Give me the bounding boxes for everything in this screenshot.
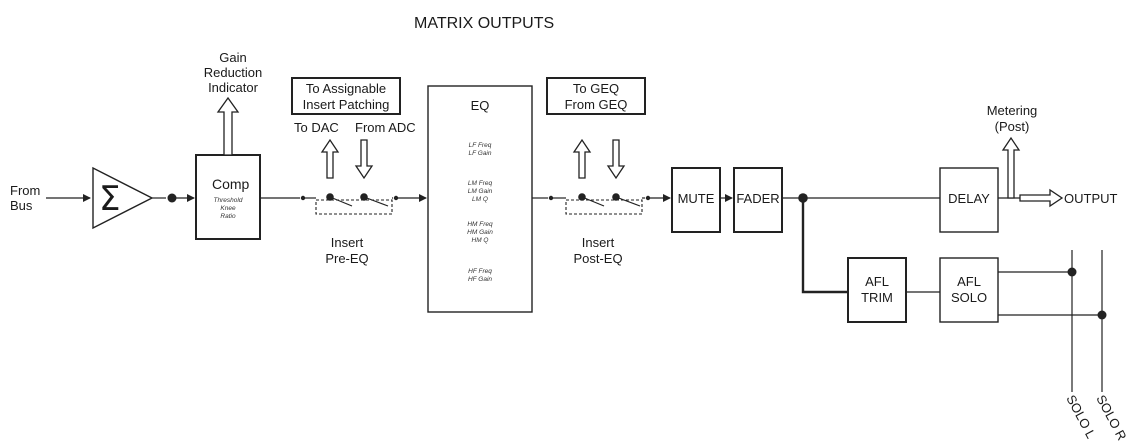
eq-hm-gain: HM Gain <box>467 229 493 236</box>
insert-post-label-line2: Post-EQ <box>573 251 622 266</box>
from-adc-label: From ADC <box>355 120 416 135</box>
to-geq-arrow <box>572 138 592 179</box>
eq-lf-gain: LF Gain <box>468 150 491 157</box>
output-arrow <box>1019 188 1064 208</box>
mute-block <box>671 167 721 233</box>
from-geq-arrow <box>606 139 626 180</box>
gain-reduction-line3: Indicator <box>208 80 259 95</box>
input-label-line2: Bus <box>10 198 33 213</box>
metering-line1: Metering <box>987 103 1038 118</box>
gain-reduction-line1: Gain <box>219 50 246 65</box>
solo-r-label: SOLO R <box>1093 392 1129 442</box>
eq-hf-freq: HF Freq <box>468 268 492 275</box>
from-adc-arrow <box>354 139 374 180</box>
delay-block <box>939 167 999 233</box>
solo-r-junction-dot <box>1097 310 1107 320</box>
output-label: OUTPUT <box>1064 191 1118 206</box>
diagram-title: MATRIX OUTPUTS <box>414 15 554 32</box>
solo-l-junction-dot <box>1067 267 1077 277</box>
insert-patching-line1: To Assignable <box>306 81 386 96</box>
fader-block <box>733 167 783 233</box>
eq-lm-gain: LM Gain <box>468 188 493 195</box>
delay-label: DELAY <box>948 191 990 206</box>
afl-solo-line1: AFL <box>957 274 981 289</box>
insert-post-bypass <box>565 199 643 215</box>
mute-label: MUTE <box>678 191 715 206</box>
comp-param-threshold: Threshold <box>214 197 243 204</box>
geq-box <box>546 77 646 115</box>
to-dac-arrow <box>320 138 340 179</box>
solo-l-label: SOLO L <box>1063 392 1098 441</box>
afl-trim-block <box>847 257 907 323</box>
comp-block <box>195 154 261 240</box>
afl-solo-block <box>939 257 999 323</box>
insert-pre-label-line1: Insert <box>331 235 364 250</box>
comp-param-ratio: Ratio <box>220 213 236 220</box>
fader-label: FADER <box>736 191 779 206</box>
insert-patching-line2: Insert Patching <box>303 97 390 112</box>
metering-arrow <box>1001 136 1021 199</box>
geq-line2: From GEQ <box>565 97 628 112</box>
to-dac-label: To DAC <box>294 120 339 135</box>
eq-lm-freq: LM Freq <box>468 180 493 187</box>
sigma-icon: Σ <box>99 179 120 219</box>
metering-line2: (Post) <box>995 119 1030 134</box>
eq-hf-gain: HF Gain <box>468 276 492 283</box>
summing-amplifier <box>92 166 154 230</box>
eq-hm-q: HM Q <box>472 237 489 244</box>
insert-pre-bypass <box>315 199 393 215</box>
input-label-line1: From <box>10 183 40 198</box>
afl-solo-line2: SOLO <box>951 290 987 305</box>
geq-line1: To GEQ <box>573 81 619 96</box>
insert-pre-label-line2: Pre-EQ <box>325 251 368 266</box>
insert-post-label-line1: Insert <box>582 235 615 250</box>
eq-label: EQ <box>471 98 490 113</box>
eq-lf-freq: LF Freq <box>469 142 492 149</box>
eq-hm-freq: HM Freq <box>467 221 493 228</box>
eq-lm-q: LM Q <box>472 196 488 203</box>
comp-label: Comp <box>212 176 250 192</box>
comp-param-knee: Knee <box>220 205 236 212</box>
afl-trim-line2: TRIM <box>861 290 893 305</box>
eq-block <box>427 85 533 313</box>
insert-patching-box <box>291 77 401 115</box>
gain-reduction-arrow <box>216 96 240 156</box>
afl-trim-line1: AFL <box>865 274 889 289</box>
gain-reduction-line2: Reduction <box>204 65 263 80</box>
